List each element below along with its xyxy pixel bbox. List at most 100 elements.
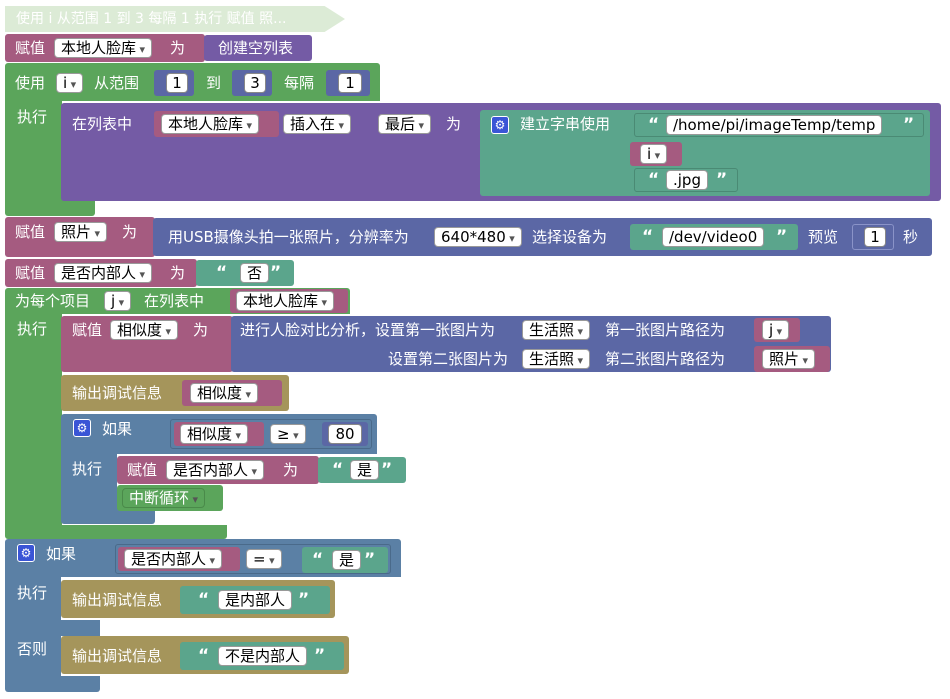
from-range-label: 从范围 <box>94 74 140 92</box>
in-list-label: 在列表中 <box>144 292 205 310</box>
if-label: 如果 <box>46 545 77 563</box>
compare-var-dropdown[interactable]: 相似度 <box>180 424 249 444</box>
to-label: 为 <box>122 223 138 241</box>
path2-var-dropdown[interactable]: 照片 <box>762 349 816 369</box>
yes-string-input[interactable]: 是 <box>350 460 380 480</box>
if-insider-mid <box>5 620 100 636</box>
use-label: 使用 <box>15 74 46 92</box>
for-each-item-label: 为每个项目 <box>15 292 91 310</box>
equals-string-input[interactable]: 是 <box>332 550 362 570</box>
foreach-var-dropdown[interactable]: j <box>104 291 132 311</box>
path1-var-dropdown[interactable]: j <box>762 320 790 340</box>
execute-label: 执行 <box>17 320 48 338</box>
for-each-spine <box>5 313 62 533</box>
jpg-string-input[interactable]: .jpg <box>666 170 708 190</box>
second-image-label: 设置第二张图片为 <box>388 350 509 368</box>
if-similarity-bottom <box>61 508 155 524</box>
for-each-bottom <box>5 525 227 539</box>
open-quote-icon: “ <box>312 550 324 570</box>
insider-yes-var-dropdown[interactable]: 是否内部人 <box>166 460 265 480</box>
gear-icon[interactable]: ⚙ <box>73 419 91 437</box>
execute-label: 执行 <box>72 460 103 478</box>
to-label: 为 <box>283 461 299 479</box>
if-similarity-spine <box>61 453 117 513</box>
loop-var-dropdown[interactable]: i <box>56 73 84 93</box>
img1-type-dropdown[interactable]: 生活照 <box>522 320 591 340</box>
var-i-dropdown[interactable]: i <box>640 144 668 164</box>
gear-icon[interactable]: ⚙ <box>491 116 509 134</box>
to-label: 为 <box>170 264 186 282</box>
debug-label: 输出调试信息 <box>72 647 163 665</box>
preview-seconds-input[interactable]: 1 <box>864 227 886 247</box>
img2-type-dropdown[interactable]: 生活照 <box>522 349 591 369</box>
break-loop-dropdown[interactable]: 中断循环 <box>122 488 206 508</box>
open-quote-icon: “ <box>648 115 660 135</box>
path2-label: 第二张图片路径为 <box>605 350 726 368</box>
for-loop-bottom <box>5 200 95 216</box>
seconds-label: 秒 <box>903 228 919 246</box>
resolution-dropdown[interactable]: 640*480 <box>434 227 522 247</box>
path-string-input[interactable]: /home/pi/imageTemp/temp <box>666 115 883 135</box>
to-label: 为 <box>193 321 209 339</box>
to-label: 为 <box>170 39 186 57</box>
open-quote-icon: “ <box>648 170 660 190</box>
for-loop-spine <box>5 100 62 208</box>
close-quote-icon: ” <box>903 115 915 135</box>
open-quote-icon: “ <box>198 646 210 666</box>
every-label: 每隔 <box>284 74 315 92</box>
close-quote-icon: ” <box>270 263 282 283</box>
insert-op-dropdown[interactable]: 插入在 <box>283 114 352 134</box>
open-quote-icon: “ <box>216 263 228 283</box>
similarity-var-dropdown[interactable]: 相似度 <box>110 320 179 340</box>
close-quote-icon: ” <box>298 590 310 610</box>
step-number-input[interactable]: 1 <box>338 73 362 93</box>
gear-icon[interactable]: ⚙ <box>17 544 35 562</box>
var-dropdown-local-face-db[interactable]: 本地人脸库 <box>54 38 153 58</box>
insert-to-label: 为 <box>446 115 462 133</box>
execute-label: 执行 <box>17 108 48 126</box>
insider-var-dropdown[interactable]: 是否内部人 <box>54 263 153 283</box>
in-list-label: 在列表中 <box>72 115 133 133</box>
execute-label: 执行 <box>17 584 48 602</box>
assign-label: 赋值 <box>15 223 46 241</box>
foreach-list-dropdown[interactable]: 本地人脸库 <box>236 291 335 311</box>
open-quote-icon: “ <box>642 227 654 247</box>
build-string-label: 建立字串使用 <box>520 115 611 133</box>
collapsed-loop-block[interactable] <box>5 6 345 32</box>
compare-op-dropdown[interactable]: ≥ <box>270 424 306 444</box>
to-kw-label: 到 <box>206 74 222 92</box>
from-number-input[interactable]: 1 <box>166 73 188 93</box>
insider-string-input[interactable]: 是内部人 <box>218 590 293 610</box>
assign-label: 赋值 <box>15 39 46 57</box>
equals-var-dropdown[interactable]: 是否内部人 <box>124 549 223 569</box>
create-empty-list-block[interactable] <box>204 35 312 61</box>
else-label: 否则 <box>17 640 48 658</box>
insert-pos-dropdown[interactable]: 最后 <box>378 114 432 134</box>
assign-label: 赋值 <box>72 321 103 339</box>
camera-capture-label: 用USB摄像头拍一张照片，分辨率为 <box>168 228 409 246</box>
face-compare-label: 进行人脸对比分析，设置第一张图片为 <box>240 321 496 339</box>
camera-capture-block[interactable] <box>153 218 932 256</box>
path1-label: 第一张图片路径为 <box>605 321 726 339</box>
open-quote-icon: “ <box>332 460 344 480</box>
list-var-dropdown[interactable]: 本地人脸库 <box>161 114 260 134</box>
debug-label: 输出调试信息 <box>72 384 163 402</box>
collapsed-block-label: 使用 i 从范围 1 到 3 每隔 1 执行 赋值 照... <box>16 11 287 27</box>
to-number-input[interactable]: 3 <box>244 73 266 93</box>
close-quote-icon: ” <box>716 170 728 190</box>
open-quote-icon: “ <box>198 590 210 610</box>
assign-label: 赋值 <box>127 461 158 479</box>
equals-op-dropdown[interactable]: = <box>246 549 282 569</box>
debug-var-dropdown[interactable]: 相似度 <box>190 383 259 403</box>
not-insider-string-input[interactable]: 不是内部人 <box>218 646 308 666</box>
photo-var-dropdown[interactable]: 照片 <box>54 222 108 242</box>
no-string-input[interactable]: 否 <box>240 263 270 283</box>
close-quote-icon: ” <box>776 227 788 247</box>
preview-label: 预览 <box>808 228 839 246</box>
close-quote-icon: ” <box>364 550 376 570</box>
assign-label: 赋值 <box>15 264 46 282</box>
device-string-input[interactable]: /dev/video0 <box>662 227 765 247</box>
debug-label: 输出调试信息 <box>72 591 163 609</box>
compare-number-input[interactable]: 80 <box>328 424 362 444</box>
if-label: 如果 <box>102 420 133 438</box>
